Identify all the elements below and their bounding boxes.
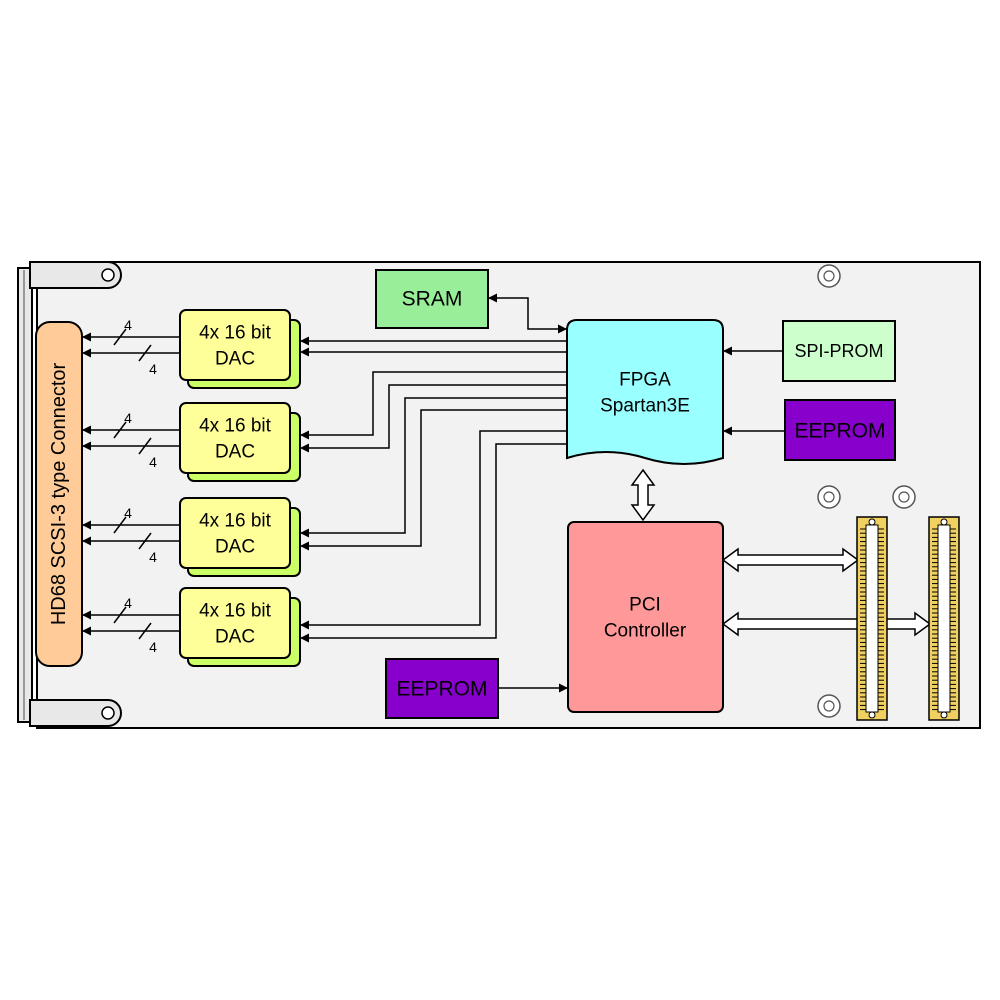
pci-label-line1: PCI <box>629 595 661 616</box>
bus-slash-mark <box>113 421 127 439</box>
pci-label-line2: Controller <box>604 621 687 642</box>
bus-width-label: 4 <box>149 361 157 377</box>
fpga-label-line2: Spartan3E <box>600 396 690 417</box>
pci-controller-block <box>567 521 724 713</box>
bus-width-label: 4 <box>124 317 132 333</box>
pmc-connector <box>928 516 960 721</box>
bus-slash-mark <box>113 328 127 346</box>
spi-prom-label: SPI-PROM <box>794 341 883 361</box>
dac-label-line2: DAC <box>215 349 255 370</box>
fpga-dac-link <box>300 430 567 630</box>
dac-label-line2: DAC <box>215 627 255 648</box>
bus-slash-mark <box>113 516 127 534</box>
dac-label-line1: 4x 16 bit <box>199 416 272 437</box>
bus-width-label: 4 <box>149 549 157 565</box>
dac-label-line2: DAC <box>215 537 255 558</box>
dac-label-line2: DAC <box>215 442 255 463</box>
mounting-hole-icon <box>817 694 841 718</box>
bracket-tab-bottom <box>29 699 122 727</box>
mounting-hole-icon <box>817 264 841 288</box>
fpga-label-line1: FPGA <box>619 370 671 391</box>
bus-width-label: 4 <box>124 595 132 611</box>
hd68-connector-label: HD68 SCSI-3 type Connector <box>48 362 70 625</box>
dac-label-line1: 4x 16 bit <box>199 511 272 532</box>
fpga-block <box>566 319 724 465</box>
eeprom-pci-label: EEPROM <box>396 678 487 701</box>
spi-prom-block <box>782 320 896 382</box>
fpga-dac-link <box>300 409 567 551</box>
sram-fpga-bus <box>488 293 567 334</box>
bus-slash-mark <box>138 344 152 362</box>
bus-width-label: 4 <box>124 505 132 521</box>
bus-width-label: 4 <box>149 454 157 470</box>
pmc-connector <box>856 516 888 721</box>
bus-width-label: 4 <box>124 410 132 426</box>
bus-width-label: 4 <box>149 639 157 655</box>
fpga-pci-bus-arrow <box>630 468 656 522</box>
bus-slash-mark <box>138 532 152 550</box>
mounting-hole-icon <box>892 485 916 509</box>
mounting-hole-icon <box>817 485 841 509</box>
bus-slash-mark <box>138 622 152 640</box>
hd68-connector <box>35 321 83 667</box>
dac-label-line1: 4x 16 bit <box>199 323 272 344</box>
eeprom-pci-block <box>385 658 499 719</box>
bus-slash-mark <box>113 606 127 624</box>
dac-label-line1: 4x 16 bit <box>199 601 272 622</box>
sram-label: SRAM <box>402 288 463 311</box>
bus-slash-mark <box>138 437 152 455</box>
fpga-dac-link <box>300 384 567 453</box>
fpga-dac-link <box>300 443 567 643</box>
eeprom-fpga-block <box>784 399 896 461</box>
fpga-dac-link <box>300 371 567 440</box>
fpga-dac-link <box>300 397 567 538</box>
eeprom-fpga-label: EEPROM <box>794 420 885 443</box>
bracket-tab-top <box>29 261 122 289</box>
